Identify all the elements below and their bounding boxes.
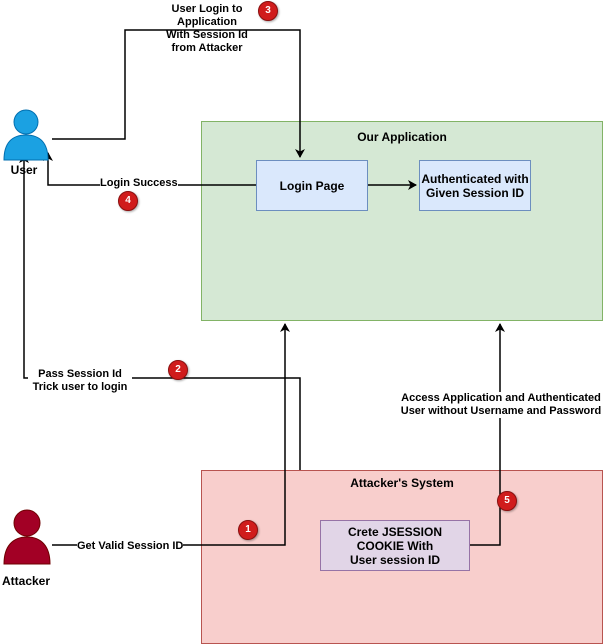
step1-label: Get Valid Session ID <box>77 540 184 553</box>
application-title: Our Application <box>357 130 447 144</box>
step3-connector <box>52 29 305 158</box>
step2-label-line1: Pass Session Id <box>38 368 122 380</box>
attacker-system-container: Attacker's System <box>201 470 603 644</box>
step3-label-line2: Application <box>177 16 237 28</box>
authenticated-label-line1: Authenticated with <box>421 171 529 186</box>
attacker-name: Attacker <box>1 574 51 588</box>
cookie-node: Crete JSESSION COOKIE With User session … <box>320 520 470 571</box>
user-name: User <box>10 163 38 177</box>
step3-label-line1: User Login to <box>171 3 243 15</box>
step5-connector <box>470 323 505 546</box>
step-badge-4: 4 <box>118 191 138 211</box>
attacker-system-title: Attacker's System <box>350 476 454 490</box>
login-page-node: Login Page <box>256 160 368 211</box>
step3-label-line3: With Session Id <box>166 29 248 41</box>
login-page-label: Login Page <box>279 178 345 193</box>
attacker-icon <box>3 509 51 565</box>
step4-connector <box>43 152 256 186</box>
step2-connector <box>19 154 301 470</box>
application-container: Our Application <box>201 121 603 321</box>
step-badge-3: 3 <box>258 1 278 21</box>
cookie-label-line1: Crete JSESSION <box>347 524 443 539</box>
step5-label-line2: User without Username and Password <box>400 405 602 417</box>
user-icon <box>3 109 49 161</box>
step5-label-line1: Access Application and Authenticated <box>401 392 601 404</box>
cookie-label-line2: COOKIE With <box>356 538 434 553</box>
authenticated-label-line2: Given Session ID <box>425 185 525 200</box>
step5-label: Access Application and Authenticated Use… <box>398 392 603 418</box>
authenticated-node: Authenticated with Given Session ID <box>419 160 531 211</box>
step2-label: Pass Session Id Trick user to login <box>28 368 132 394</box>
step-badge-1: 1 <box>238 520 258 540</box>
step-badge-5: 5 <box>497 491 517 511</box>
step3-label: User Login to Application With Session I… <box>152 3 262 55</box>
step1-connector <box>52 323 290 546</box>
step-badge-2: 2 <box>168 360 188 380</box>
step2-label-line2: Trick user to login <box>32 381 128 393</box>
step4-label: Login Success <box>100 177 178 190</box>
step3-label-line4: from Attacker <box>171 42 243 54</box>
cookie-label-line3: User session ID <box>349 552 441 567</box>
